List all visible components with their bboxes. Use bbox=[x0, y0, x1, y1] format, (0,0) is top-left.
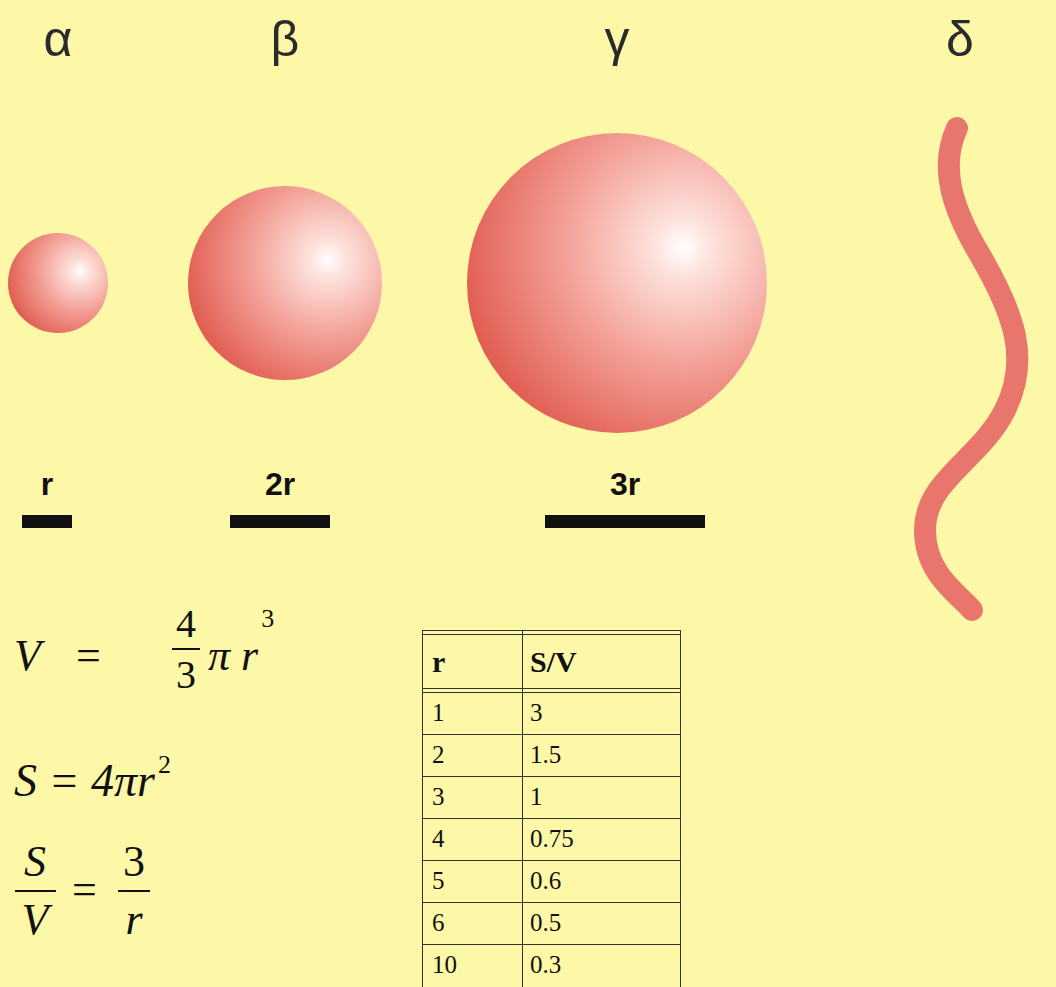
sphere-body bbox=[8, 233, 108, 333]
table-cell: 1.5 bbox=[530, 734, 561, 776]
table-cell: 3 bbox=[530, 692, 543, 734]
table-rule bbox=[680, 630, 681, 987]
table-cell: 5 bbox=[432, 860, 445, 902]
table-cell: 0.5 bbox=[530, 902, 561, 944]
worm-shape: δ bbox=[900, 110, 1050, 630]
formula-symbol: V bbox=[22, 898, 49, 942]
table-rule bbox=[422, 692, 680, 693]
formula-number: 3 bbox=[176, 655, 196, 695]
table-cell: 3 bbox=[432, 776, 445, 818]
formula-symbol: = bbox=[76, 634, 101, 678]
formula-number: 3 bbox=[123, 840, 145, 884]
formula-symbol: S bbox=[24, 840, 46, 884]
table-cell: 0.6 bbox=[530, 860, 561, 902]
table-rule bbox=[422, 860, 680, 861]
scale-label: r bbox=[41, 468, 53, 500]
formula-symbol: π r bbox=[208, 634, 258, 678]
formula-symbol: = bbox=[72, 868, 97, 912]
formula-number: 4 bbox=[176, 604, 196, 644]
table-cell: 0.3 bbox=[530, 944, 561, 986]
fraction-bar bbox=[15, 890, 56, 892]
table-rule bbox=[422, 630, 680, 631]
scale-bars bbox=[22, 515, 705, 528]
formula-exponent: 3 bbox=[261, 606, 274, 632]
table-cell: 1 bbox=[432, 692, 445, 734]
table-rule bbox=[422, 902, 680, 903]
shape-letter: γ bbox=[601, 14, 634, 64]
table-header: r bbox=[432, 635, 445, 688]
sphere-shape: β bbox=[188, 186, 382, 380]
fraction-bar bbox=[118, 890, 150, 892]
table-rule bbox=[422, 634, 680, 635]
sphere-shape: γ bbox=[467, 133, 767, 433]
formula-symbol: r bbox=[125, 898, 142, 942]
table-cell: 0.75 bbox=[530, 818, 574, 860]
table-rule bbox=[422, 630, 423, 987]
table-rule bbox=[422, 944, 680, 945]
sphere-outline bbox=[188, 186, 382, 380]
table-grid bbox=[422, 630, 681, 987]
table-cell: 2 bbox=[432, 734, 445, 776]
table-rule bbox=[522, 630, 523, 987]
table-cell: 10 bbox=[432, 944, 457, 986]
shape-letter: δ bbox=[942, 14, 978, 64]
scale-bar bbox=[22, 515, 72, 528]
sphere-body bbox=[188, 186, 382, 380]
scale-label: 2r bbox=[265, 468, 295, 500]
sphere-outline bbox=[467, 133, 767, 433]
shape-letter: α bbox=[40, 14, 77, 64]
fraction-bar bbox=[172, 648, 200, 650]
table-cell: 4 bbox=[432, 818, 445, 860]
table-rule bbox=[422, 776, 680, 777]
table-header: S/V bbox=[530, 635, 577, 688]
table-rule bbox=[422, 818, 680, 819]
table-rule bbox=[422, 734, 680, 735]
formula-symbol: S = 4πr bbox=[14, 758, 155, 804]
table-rule bbox=[422, 688, 680, 689]
table-cell: 1 bbox=[530, 776, 543, 818]
worm-body bbox=[925, 128, 1017, 610]
formula-symbol: V bbox=[14, 634, 41, 678]
shape-letter: β bbox=[267, 14, 304, 64]
scale-bar bbox=[545, 515, 705, 528]
formula-exponent: 2 bbox=[158, 752, 171, 778]
scale-label: 3r bbox=[610, 468, 640, 500]
table-cell: 6 bbox=[432, 902, 445, 944]
scale-bar bbox=[230, 515, 330, 528]
sphere-body bbox=[467, 133, 767, 433]
sphere-outline bbox=[8, 233, 108, 333]
sphere-shape: α bbox=[8, 233, 108, 333]
fraction-bars bbox=[15, 649, 200, 891]
worm-outline bbox=[900, 110, 1050, 630]
